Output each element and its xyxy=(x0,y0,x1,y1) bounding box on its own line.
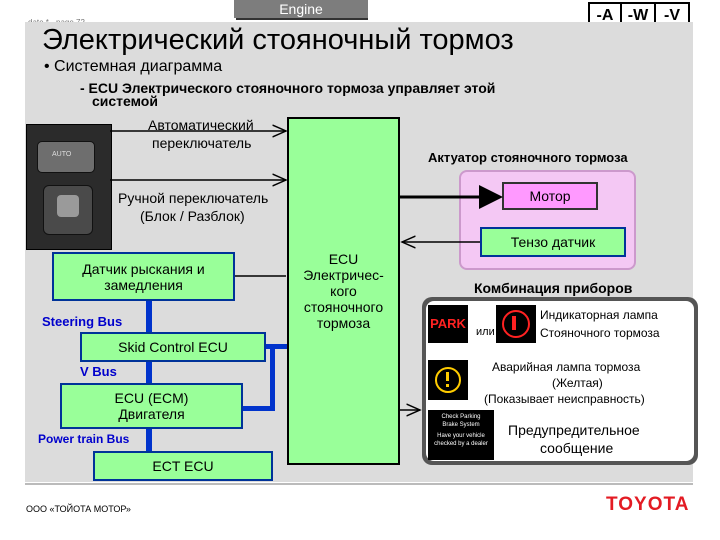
power-train-bus-label: Power train Bus xyxy=(38,432,130,446)
strain-sensor-box: Тензо датчик xyxy=(480,227,626,257)
warning-line2: (Желтая) xyxy=(552,376,603,390)
parking-brake-circle-icon xyxy=(496,305,536,343)
bus-link-engine xyxy=(243,406,275,411)
advisory-line1: Предупредительное xyxy=(508,422,640,438)
indicator-line2: Стояночного тормоза xyxy=(540,326,660,340)
bus-link-vertical xyxy=(270,344,275,410)
message-display: Check Parking Brake System Have your veh… xyxy=(428,410,494,460)
engine-tab-shadow xyxy=(236,18,368,20)
warning-line1: Аварийная лампа тормоза xyxy=(492,360,641,374)
page-title: Электрический стояночный тормоз xyxy=(42,24,514,56)
skid-control-ecu: Skid Control ECU xyxy=(80,332,266,362)
subbullet-line2: системой xyxy=(92,93,158,109)
park-icon: PARK xyxy=(428,305,468,343)
engine-ecu-line2: Двигателя xyxy=(118,406,185,422)
actuator-title: Актуатор стояночного тормоза xyxy=(428,150,628,165)
engine-ecu: ECU (ECM) Двигателя xyxy=(60,383,243,429)
circle-outer xyxy=(502,310,530,338)
ecu-line5: тормоза xyxy=(316,315,371,331)
engine-tab[interactable]: Engine xyxy=(234,0,368,18)
parking-brake-ecu: ECU Электричес- кого стояночного тормоза xyxy=(287,117,400,465)
bullet-system-diagram: • Системная диаграмма xyxy=(44,58,223,75)
ecu-line2: Электричес- xyxy=(303,267,384,283)
warning-line3: (Показывает неисправность) xyxy=(484,392,645,406)
indicator-line1: Индикаторная лампа xyxy=(540,308,658,322)
warning-bar xyxy=(446,372,449,381)
ecu-line1: ECU xyxy=(328,251,359,267)
steering-bus-line xyxy=(146,301,152,332)
advisory-line2: сообщение xyxy=(540,440,614,456)
auto-switch-line1: Автоматический xyxy=(148,117,254,133)
msg-line3: Have your vehicle xyxy=(437,433,485,439)
bus-link-skid xyxy=(266,344,287,349)
manual-switch-line2: (Блок / Разблок) xyxy=(140,208,245,224)
v-bus-line xyxy=(146,362,152,383)
or-label: или xyxy=(476,326,495,338)
switch-auto-button: AUTO xyxy=(37,141,95,173)
power-bus-line xyxy=(146,429,152,451)
manual-switch-line1: Ручной переключатель xyxy=(118,190,269,206)
warning-circle xyxy=(435,367,461,393)
footer-divider xyxy=(25,483,693,485)
steering-bus-label: Steering Bus xyxy=(42,314,123,329)
brake-warning-icon xyxy=(428,360,468,400)
circle-p xyxy=(512,316,516,330)
ecu-line4: стояночного xyxy=(303,299,384,315)
msg-line4: checked by a dealer xyxy=(434,441,488,447)
company-name: ООО «ТОЙОТА МОТОР» xyxy=(26,504,131,514)
yaw-line1: Датчик рыскания и xyxy=(82,260,205,277)
engine-ecu-line1: ECU (ECM) xyxy=(114,390,189,406)
ecu-line3: кого xyxy=(330,283,357,299)
v-bus-label: V Bus xyxy=(80,364,117,379)
switch-photo: AUTO xyxy=(26,124,112,250)
meter-title: Комбинация приборов xyxy=(474,280,633,296)
yaw-line2: замедления xyxy=(104,276,183,293)
yaw-decel-sensor: Датчик рыскания и замедления xyxy=(52,252,235,301)
msg-line2: Brake System xyxy=(442,422,480,428)
warning-dot xyxy=(446,384,449,387)
tag-a[interactable]: -A xyxy=(588,2,622,26)
msg-line1: Check Parking xyxy=(441,414,481,420)
ect-ecu: ECT ECU xyxy=(93,451,273,481)
auto-switch-line2: переключатель xyxy=(152,135,252,151)
switch-auto-label: AUTO xyxy=(52,151,72,158)
subbullet-line1: - ECU Электрического стояночного тормоза… xyxy=(80,80,496,96)
toyota-logo: TOYOTA xyxy=(606,494,690,515)
switch-lever-tab xyxy=(57,195,79,217)
motor-box: Мотор xyxy=(502,182,598,210)
